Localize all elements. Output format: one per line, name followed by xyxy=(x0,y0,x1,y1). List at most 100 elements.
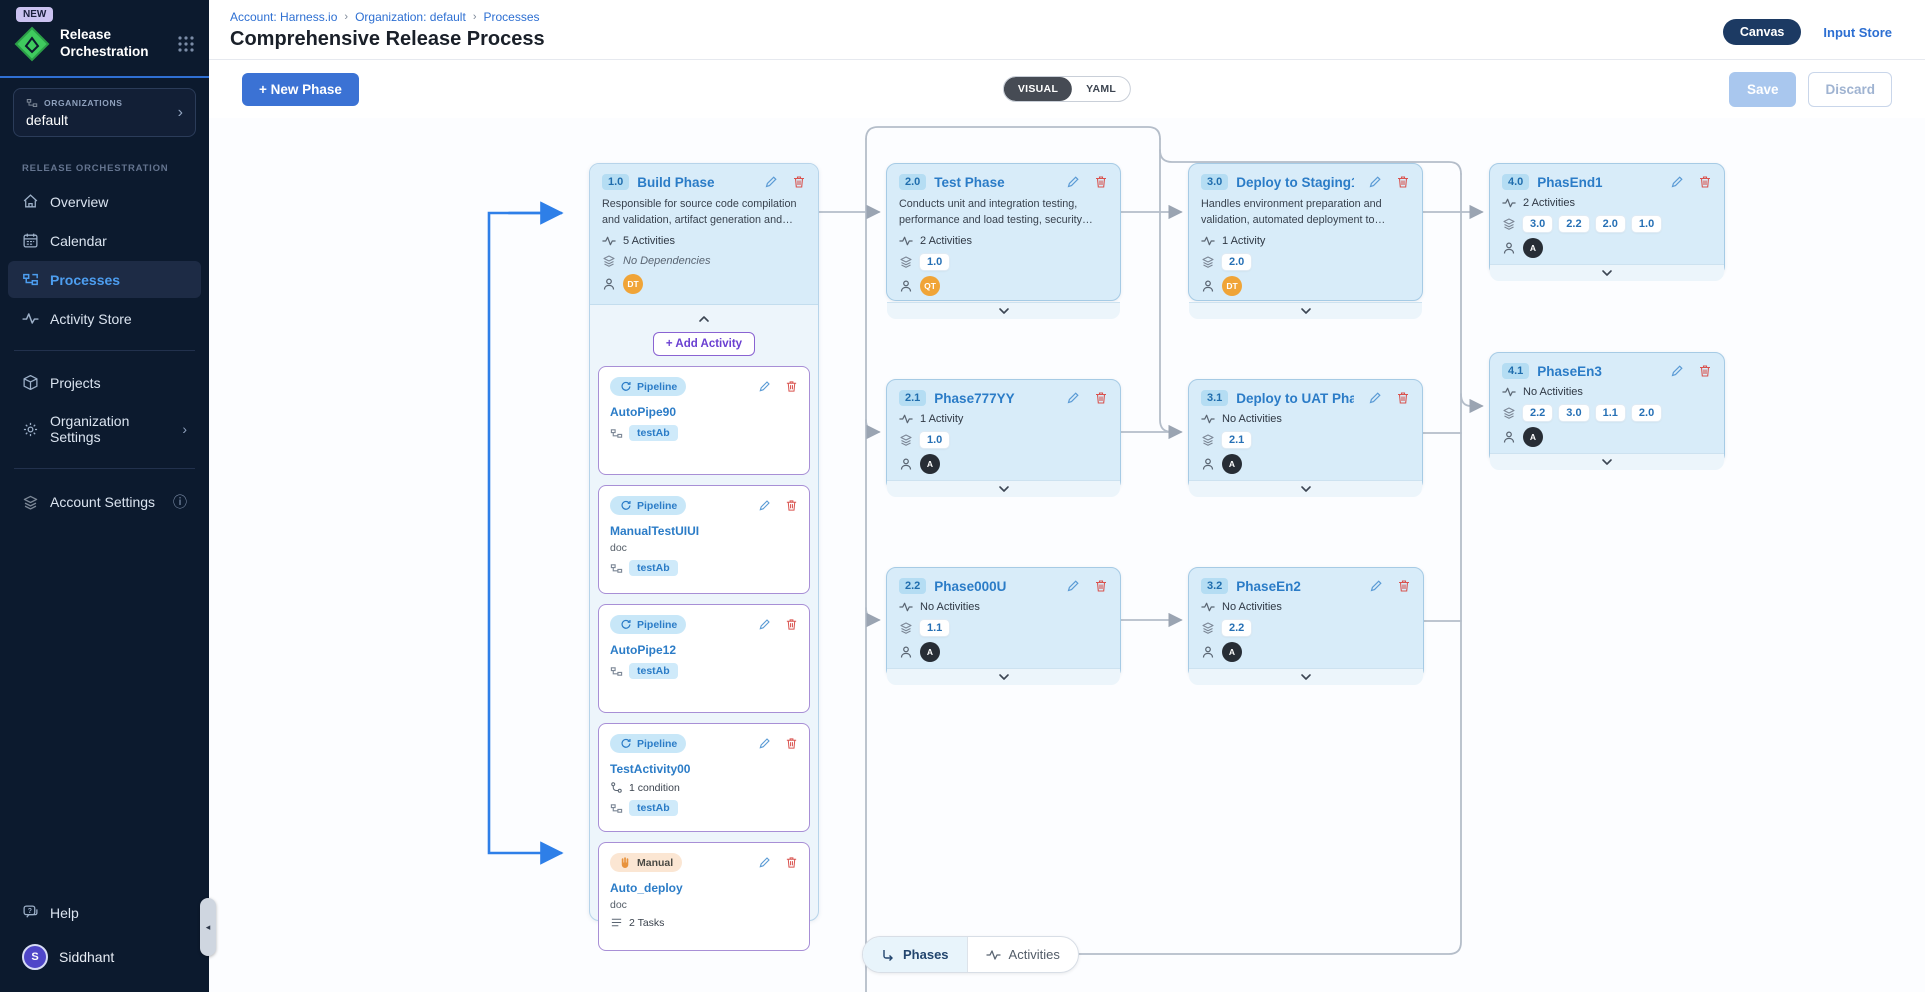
activity-card-manualtestuiui[interactable]: Pipeline ManualTestUIUI doc testAb xyxy=(598,485,810,595)
sidebar-item-processes[interactable]: Processes xyxy=(8,261,201,298)
sidebar-item-account-settings[interactable]: Account Settings ⓘ xyxy=(8,482,201,522)
sidebar: NEW Release Orchestration ORGANIZATIONS … xyxy=(0,0,216,992)
delete-activity-icon[interactable] xyxy=(785,380,798,393)
delete-activity-icon[interactable] xyxy=(785,737,798,750)
activity-card-auto-deploy[interactable]: Manual Auto_deploy doc 2 Tasks xyxy=(598,842,810,952)
tab-phases[interactable]: Phases xyxy=(863,937,967,972)
phase-card-phase777yy[interactable]: 2.1 Phase777YY 1 Activity 1.0 A xyxy=(886,379,1121,497)
edit-phase-icon[interactable] xyxy=(1368,391,1382,405)
expand-phase-button[interactable] xyxy=(887,480,1120,497)
delete-phase-icon[interactable] xyxy=(1094,391,1108,405)
connector-lines xyxy=(487,126,1484,992)
expand-phase-button[interactable] xyxy=(1189,480,1422,497)
sidebar-item-activity-store[interactable]: Activity Store xyxy=(8,300,201,337)
owner-icon xyxy=(900,458,912,471)
edit-phase-icon[interactable] xyxy=(1066,579,1080,593)
dependency-badge: 1.0 xyxy=(1631,216,1662,232)
add-activity-button[interactable]: + Add Activity xyxy=(652,332,756,357)
info-icon: ⓘ xyxy=(173,494,187,510)
phase-card-staging1[interactable]: 3.0 Deploy to Staging1 Phase Handles env… xyxy=(1188,163,1423,320)
activity-card-autopipe90[interactable]: Pipeline AutoPipe90 testAb xyxy=(598,366,810,476)
phase-number-badge: 3.1 xyxy=(1201,390,1229,406)
collapse-phase-icon[interactable] xyxy=(696,311,712,327)
dependency-badge: 2.0 xyxy=(1595,216,1625,232)
save-button[interactable]: Save xyxy=(1728,71,1797,107)
phase-title: Build Phase xyxy=(637,174,715,190)
edit-phase-icon[interactable] xyxy=(1368,175,1382,189)
user-name: Siddhant xyxy=(59,949,115,965)
yaml-toggle[interactable]: YAML xyxy=(1086,83,1117,95)
delete-phase-icon[interactable] xyxy=(1397,579,1411,593)
dependency-badge: 2.2 xyxy=(1523,405,1553,421)
pipeline-tag: testAb xyxy=(629,425,678,442)
edit-activity-icon[interactable] xyxy=(758,499,771,512)
organization-selector[interactable]: ORGANIZATIONS default › xyxy=(13,88,196,137)
phase-card-test[interactable]: 2.0 Test Phase Conducts unit and integra… xyxy=(886,163,1121,320)
delete-phase-icon[interactable] xyxy=(1396,175,1410,189)
process-canvas[interactable]: 1.0 Build Phase Responsible for source c… xyxy=(209,118,1925,992)
discard-button[interactable]: Discard xyxy=(1808,71,1892,107)
sidebar-item-organization-settings[interactable]: Organization Settings › xyxy=(8,403,201,455)
edit-activity-icon[interactable] xyxy=(758,380,771,393)
edit-phase-icon[interactable] xyxy=(1066,175,1080,189)
delete-activity-icon[interactable] xyxy=(785,499,798,512)
delete-phase-icon[interactable] xyxy=(1094,175,1108,189)
organization-value: default xyxy=(26,112,69,128)
edit-activity-icon[interactable] xyxy=(758,856,771,869)
delete-phase-icon[interactable] xyxy=(1094,579,1108,593)
delete-activity-icon[interactable] xyxy=(785,856,798,869)
canvas-button[interactable]: Canvas xyxy=(1722,19,1802,45)
delete-phase-icon[interactable] xyxy=(1396,391,1410,405)
activity-name: Auto_deploy xyxy=(610,881,683,896)
page-header: Account: Harness.io › Organization: defa… xyxy=(209,0,1925,60)
expand-phase-button[interactable] xyxy=(1490,453,1724,470)
new-phase-button[interactable]: + New Phase xyxy=(242,72,359,106)
breadcrumb-processes[interactable]: Processes xyxy=(483,10,540,24)
phase-card-phase000u[interactable]: 2.2 Phase000U No Activities 1.1 A xyxy=(886,567,1121,685)
edit-phase-icon[interactable] xyxy=(764,175,778,189)
visual-toggle[interactable]: VISUAL xyxy=(1003,77,1073,101)
app-switcher-icon[interactable] xyxy=(177,35,195,53)
delete-phase-icon[interactable] xyxy=(792,175,806,189)
expand-phase-button[interactable] xyxy=(887,302,1120,320)
sidebar-item-overview[interactable]: Overview xyxy=(8,183,201,220)
owner-icon xyxy=(1503,431,1515,444)
edit-phase-icon[interactable] xyxy=(1670,175,1684,189)
owner-avatar: DT xyxy=(1222,276,1242,297)
expand-phase-button[interactable] xyxy=(887,668,1120,685)
delete-phase-icon[interactable] xyxy=(1698,364,1712,378)
breadcrumb-organization[interactable]: Organization: default xyxy=(355,10,466,24)
sidebar-collapse-handle[interactable]: ◂ xyxy=(200,898,216,956)
activity-card-testactivity00[interactable]: Pipeline TestActivity00 1 condition test… xyxy=(598,723,810,833)
stack-icon xyxy=(23,495,38,510)
expand-phase-button[interactable] xyxy=(1189,302,1422,320)
delete-activity-icon[interactable] xyxy=(785,618,798,631)
delete-phase-icon[interactable] xyxy=(1698,175,1712,189)
phase-card-build[interactable]: 1.0 Build Phase Responsible for source c… xyxy=(589,163,819,952)
user-menu[interactable]: S Siddhant xyxy=(0,932,209,992)
sidebar-item-projects[interactable]: Projects xyxy=(8,364,201,401)
edit-phase-icon[interactable] xyxy=(1670,364,1684,378)
activity-card-autopipe12[interactable]: Pipeline AutoPipe12 testAb xyxy=(598,604,810,714)
input-store-button[interactable]: Input Store xyxy=(1823,24,1892,40)
edit-activity-icon[interactable] xyxy=(758,737,771,750)
sidebar-item-help[interactable]: ? Help xyxy=(8,894,201,931)
dependency-badge: 2.1 xyxy=(1222,432,1252,448)
edit-phase-icon[interactable] xyxy=(1066,391,1080,405)
tab-activities[interactable]: Activities xyxy=(966,937,1078,972)
phase-description: Responsible for source code compilation … xyxy=(602,198,797,226)
breadcrumb-account[interactable]: Account: Harness.io xyxy=(230,10,338,24)
edit-phase-icon[interactable] xyxy=(1369,579,1383,593)
owner-icon xyxy=(1202,280,1214,293)
phase-card-phaseen2[interactable]: 3.2 PhaseEn2 No Activities 2.2 A xyxy=(1188,567,1424,685)
dependency-badge: 1.0 xyxy=(920,254,950,271)
expand-phase-button[interactable] xyxy=(1490,264,1724,281)
activity-name: ManualTestUIUI xyxy=(610,524,700,539)
phase-card-uat[interactable]: 3.1 Deploy to UAT Phase No Activities 2.… xyxy=(1188,379,1423,497)
edit-activity-icon[interactable] xyxy=(758,618,771,631)
sidebar-item-calendar[interactable]: Calendar xyxy=(8,222,201,259)
expand-phase-button[interactable] xyxy=(1189,668,1423,685)
